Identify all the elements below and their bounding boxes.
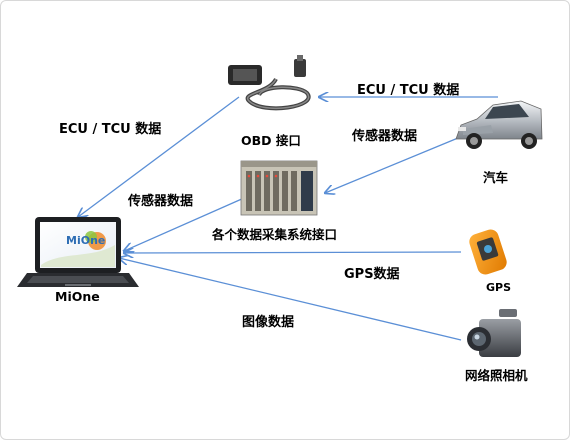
arrow-daq-to-laptop — [124, 197, 245, 251]
label-laptop: MiOne — [55, 289, 100, 304]
obd-cable-image — [228, 55, 311, 111]
label-daq: 各个数据采集系统接口 — [212, 227, 338, 242]
laptop-screen-logo: MiOne — [66, 234, 106, 247]
daq-rack-image — [240, 160, 318, 216]
label-car-to-daq: 传感器数据 — [352, 129, 418, 144]
label-gps: GPS — [486, 281, 512, 294]
label-obd-to-laptop: ECU / TCU 数据 — [59, 122, 162, 137]
car-image — [455, 100, 543, 149]
label-car-to-obd: ECU / TCU 数据 — [357, 83, 460, 98]
gps-device-image — [469, 229, 507, 275]
label-daq-to-laptop: 传感器数据 — [128, 194, 194, 209]
laptop-image — [17, 217, 139, 287]
arrow-car-to-daq — [325, 137, 459, 193]
camera-image — [467, 309, 521, 357]
arrow-gps-to-laptop — [124, 252, 462, 253]
arrow-obd-to-laptop — [78, 96, 240, 217]
label-car: 汽车 — [483, 170, 509, 185]
label-gps-to-laptop: GPS数据 — [344, 267, 400, 282]
label-camera-to-laptop: 图像数据 — [242, 315, 295, 330]
arrow-camera-to-laptop — [119, 258, 462, 341]
label-obd: OBD 接口 — [241, 133, 301, 148]
label-camera: 网络照相机 — [465, 368, 528, 383]
